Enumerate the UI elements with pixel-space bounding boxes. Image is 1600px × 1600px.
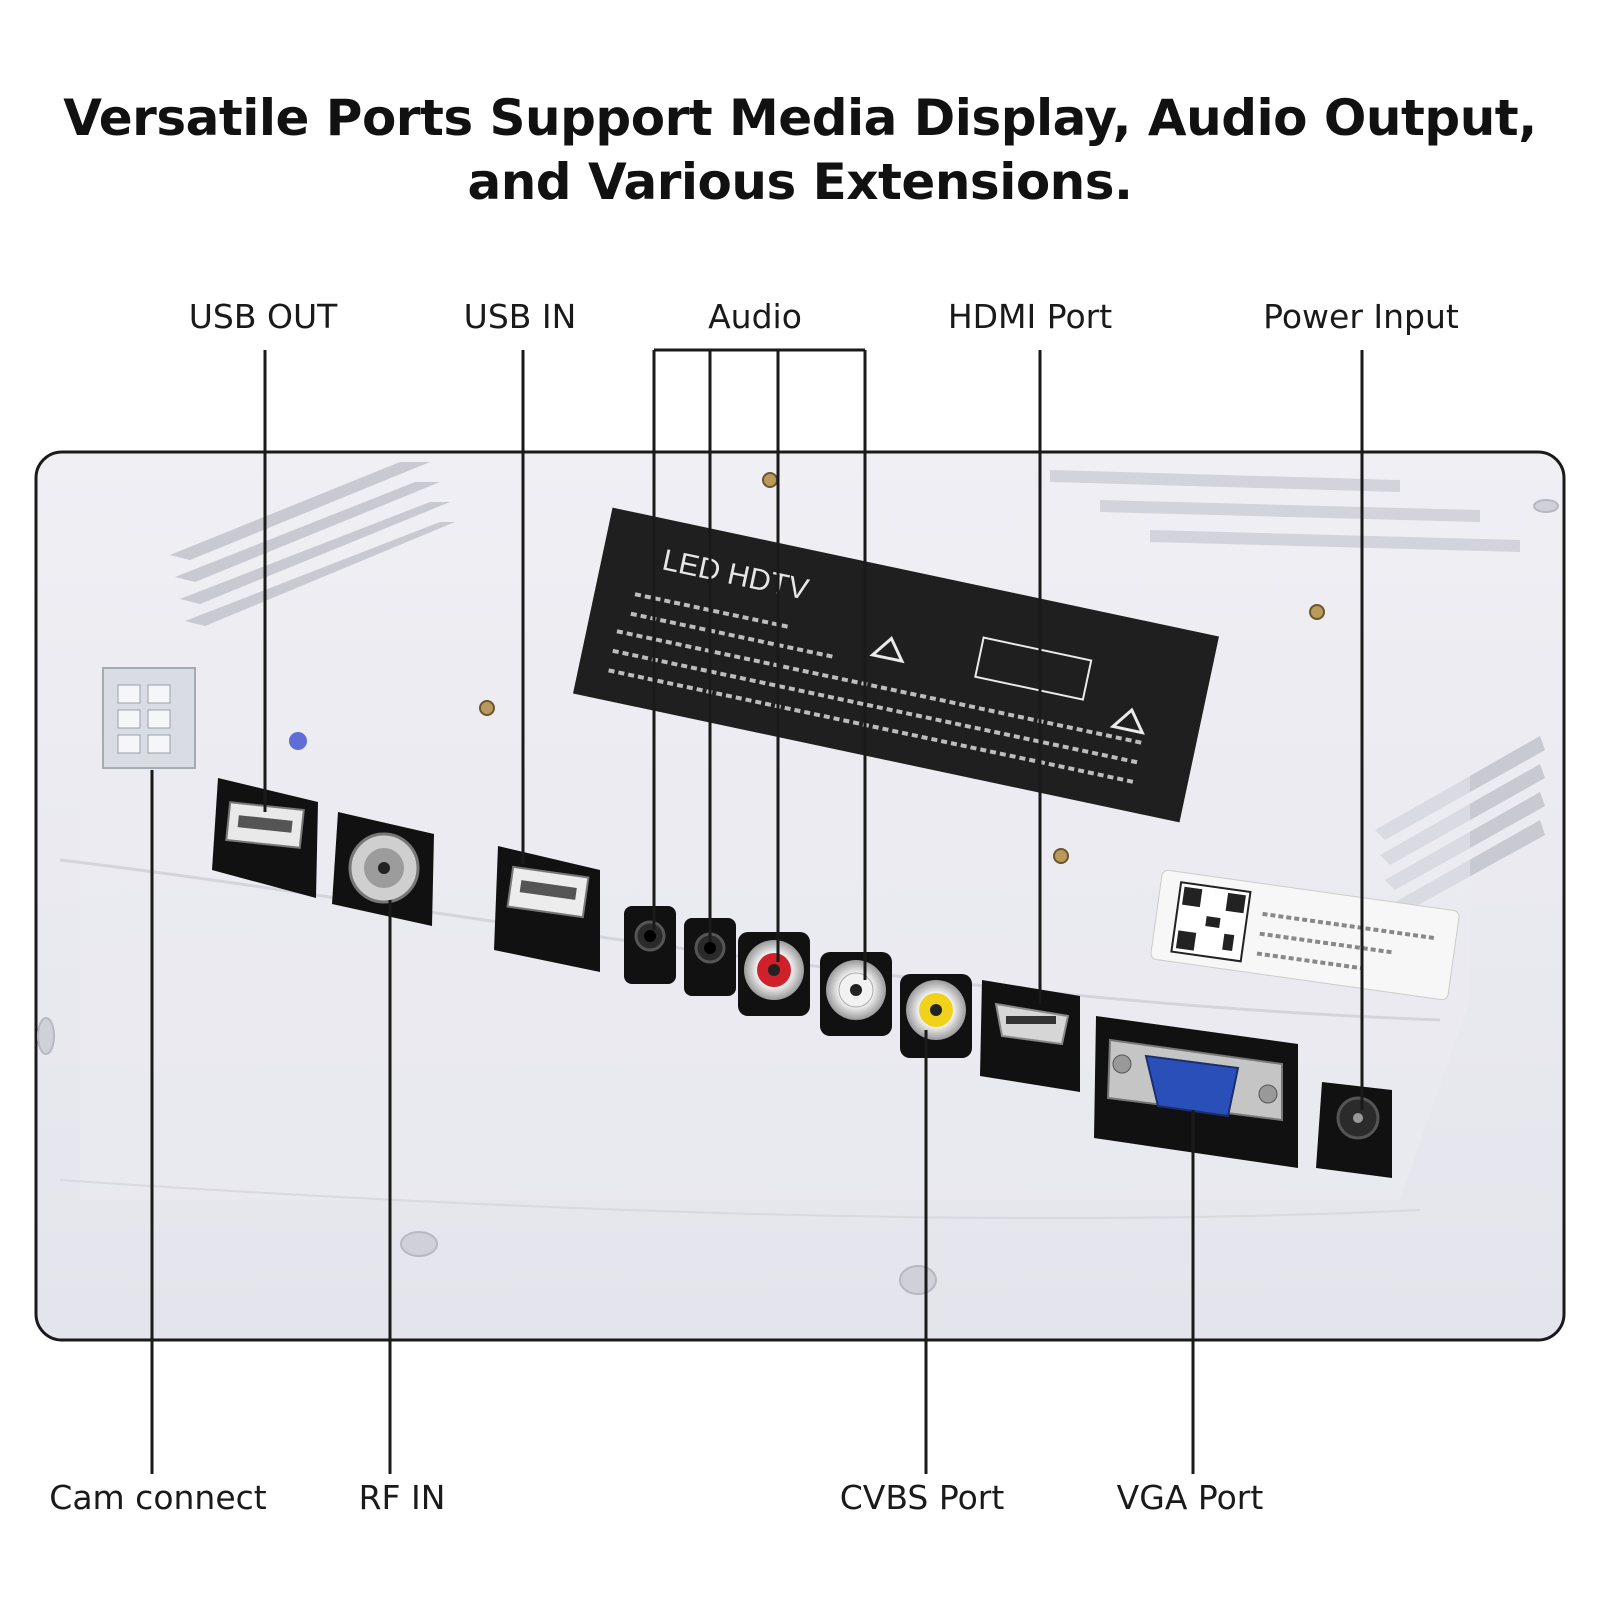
- label-usb-in: USB IN: [463, 297, 577, 336]
- audio-jack-2: [684, 918, 736, 996]
- warning-icon: [869, 636, 905, 664]
- label-rf-in: RF IN: [358, 1478, 446, 1517]
- label-audio: Audio: [708, 297, 802, 336]
- label-usb-out: USB OUT: [188, 297, 338, 336]
- vent-left: [170, 462, 455, 626]
- usb-in-port: [494, 846, 600, 972]
- label-vga-port: VGA Port: [1116, 1478, 1264, 1517]
- indicator-dot: [289, 732, 307, 750]
- vent-top-right: [1050, 470, 1520, 552]
- usb-out-port: [212, 778, 318, 898]
- label-power-input: Power Input: [1263, 297, 1459, 336]
- label-cvbs-port: CVBS Port: [839, 1478, 1005, 1517]
- audio-jack-1: [624, 906, 676, 984]
- cvbs-port: [900, 974, 972, 1058]
- hdmi-port: [980, 980, 1080, 1092]
- title-line-1: Versatile Ports Support Media Display, A…: [63, 89, 1537, 147]
- rf-in-port: [332, 812, 434, 926]
- rca-red-port: [738, 932, 810, 1016]
- vga-port: [1094, 1016, 1298, 1168]
- leader-lines: [150, 348, 1364, 1474]
- page-title: Versatile Ports Support Media Display, A…: [60, 86, 1540, 214]
- power-input-port: [1316, 1082, 1392, 1178]
- label-hdmi-port: HDMI Port: [947, 297, 1113, 336]
- cam-connector: [102, 667, 196, 769]
- warning-icon-2: [1109, 707, 1145, 735]
- title-line-2: and Various Extensions.: [467, 153, 1133, 211]
- rca-white-port: [820, 952, 892, 1036]
- label-cam-connect: Cam connect: [49, 1478, 267, 1517]
- rating-label: LED HDTV: [573, 507, 1219, 823]
- qr-sticker: [1150, 869, 1460, 1001]
